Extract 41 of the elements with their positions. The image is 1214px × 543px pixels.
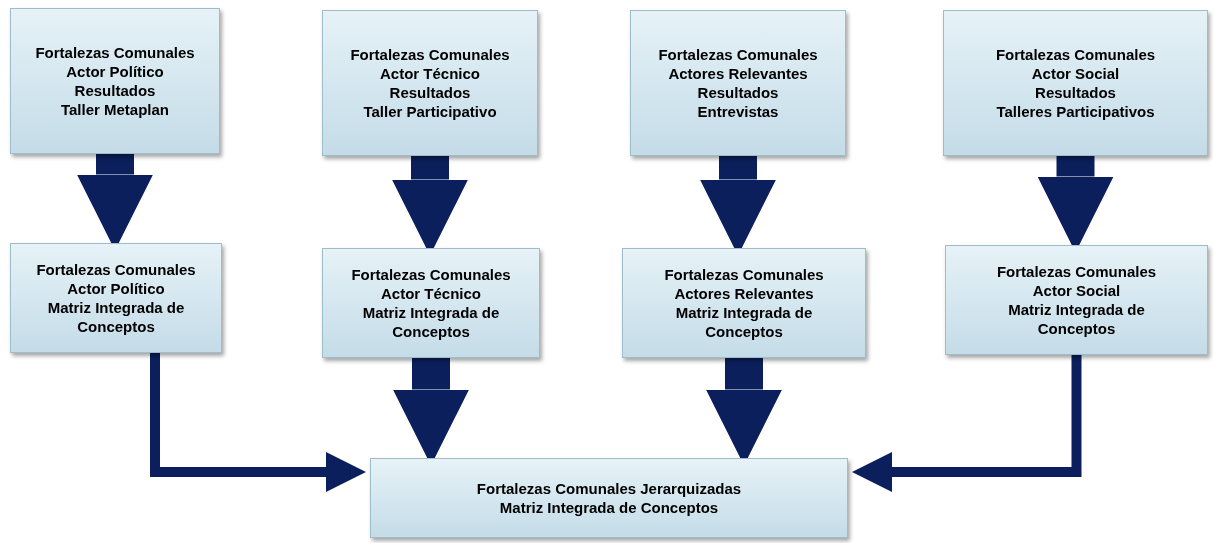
process-box [943,10,1208,156]
box-text: Resultados [389,83,471,102]
process-box [10,243,222,353]
block-arrow [150,353,366,492]
box-text: Actor Técnico [381,284,481,303]
box-text: Fortalezas Comunales [996,262,1157,281]
box-text: Actor Social [1032,281,1121,300]
box-text: Actor Técnico [380,64,480,83]
box-text: Matriz Integrada de Conceptos [674,303,814,341]
box-text: Fortalezas Comunales [350,45,510,64]
box-text: Actores Relevantes [668,64,808,83]
box-text: Talleres Participativos [996,102,1155,121]
box-text: Fortalezas Comunales [35,43,195,62]
box-text: Actor Político [66,62,164,81]
box-text: Resultados [697,83,779,102]
process-box [622,248,866,358]
process-box [630,10,846,156]
process-box [10,8,220,154]
process-box [322,10,538,156]
box-text: Fortalezas Comunales [995,45,1156,64]
box-text: Actor Social [1031,64,1120,83]
box-text: Taller Participativo [363,102,497,121]
box-text: Actores Relevantes [674,284,814,303]
box-text: Actor Político [67,279,165,298]
block-arrow [852,355,1082,492]
box-text: Matriz Integrada de Conceptos [361,303,501,341]
box-text: Fortalezas Comunales [658,45,818,64]
process-box [322,248,540,358]
box-text: Resultados [1035,83,1116,102]
box-text: Entrevistas [697,102,779,121]
box-text: Fortalezas Comunales Jerarquizadas [476,479,742,498]
box-text: Matriz Integrada de Conceptos [46,298,186,336]
box-text: Matriz Integrada de Conceptos [499,498,719,517]
box-text: Fortalezas Comunales [36,260,196,279]
process-box [370,458,848,538]
process-box [945,245,1208,355]
box-text: Resultados [74,81,156,100]
box-text: Fortalezas Comunales [351,265,511,284]
box-text: Taller Metaplan [60,100,170,119]
box-text: Matriz Integrada de Conceptos [1007,300,1146,338]
box-text: Fortalezas Comunales [664,265,824,284]
